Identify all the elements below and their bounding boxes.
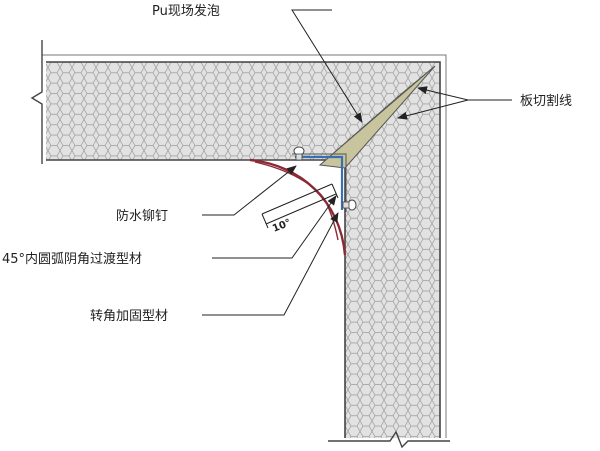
rivet-side: [342, 199, 357, 211]
label-cut-line: 板切割线: [520, 93, 572, 109]
label-corner-profile: 转角加固型材: [90, 309, 168, 324]
leader-arc-profile: [212, 195, 337, 259]
arc-transition-profile: [249, 158, 347, 256]
label-rivet: 防水铆钉: [116, 208, 168, 224]
label-arc-profile: 45°内圆弧阴角过渡型材: [2, 251, 142, 267]
leader-lines: [202, 9, 512, 316]
leader-rivet: [202, 165, 297, 216]
leader-pu-foam: [291, 9, 363, 123]
break-mark-left: [30, 40, 46, 164]
label-pu-foam: Pu现场发泡: [152, 3, 220, 19]
pu-foam-wedge: [318, 65, 436, 169]
leader-cut-line-2: [397, 99, 469, 120]
rivet-top: [293, 146, 305, 161]
corner-reinforcement-profile: [292, 153, 347, 212]
leader-corner-profile: [202, 212, 339, 316]
break-mark-bottom: [328, 430, 450, 451]
